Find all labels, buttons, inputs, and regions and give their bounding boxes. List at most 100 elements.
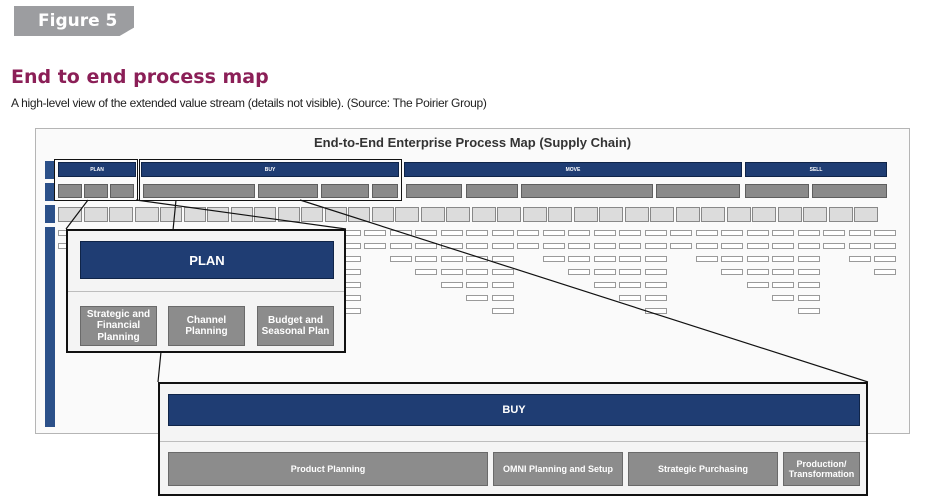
l4-box: [568, 243, 590, 249]
l4-box: [644, 269, 667, 275]
l4-box: [644, 282, 667, 288]
l4-box: [568, 230, 590, 236]
buy-box-omni: OMNI Planning and Setup: [493, 452, 623, 486]
l2-move-3: [521, 184, 653, 198]
l4-box: [491, 256, 514, 262]
l4-box: [746, 282, 769, 288]
l4-box: [823, 230, 845, 236]
l4-box: [415, 243, 437, 249]
l2-sell-1: [745, 184, 809, 198]
level-3-marker: [45, 205, 55, 223]
l1-plan: PLAN: [58, 162, 136, 177]
l4-box: [415, 256, 437, 262]
l4-box: [619, 282, 641, 288]
l4-box: [772, 230, 794, 236]
l4-box: [415, 269, 437, 275]
l4-box: [466, 282, 488, 288]
l3-box: [301, 207, 323, 222]
buy-box-product-planning: Product Planning: [168, 452, 488, 486]
l1-buy: BUY: [141, 162, 399, 177]
level-1-marker: [45, 161, 55, 179]
figure-label: Figure 5: [14, 6, 134, 36]
level-4-marker: [45, 227, 55, 427]
l4-box: [491, 269, 514, 275]
l4-box: [874, 256, 896, 262]
plan-box-strategic-financial: Strategic and Financial Planning: [80, 306, 157, 346]
l4-box: [593, 243, 616, 249]
l4-box: [797, 308, 820, 314]
l3-box: [134, 207, 159, 222]
l4-box: [517, 230, 539, 236]
figure-title: End to end process map: [11, 66, 269, 88]
l3-box: [548, 207, 572, 222]
l4-box: [695, 230, 718, 236]
l4-box: [389, 243, 412, 249]
l1-move: MOVE: [404, 162, 742, 177]
l3-box: [573, 207, 598, 222]
level-2-marker: [45, 183, 55, 201]
l4-box: [440, 256, 463, 262]
l2-strategic-financial: [58, 184, 82, 198]
l4-box: [797, 243, 820, 249]
l4-box: [644, 243, 667, 249]
l3-box: [624, 207, 649, 222]
l4-box: [644, 295, 667, 301]
l4-box: [772, 295, 794, 301]
l4-box: [772, 243, 794, 249]
l4-box: [593, 269, 616, 275]
l4-box: [389, 230, 412, 236]
l3-box: [675, 207, 700, 222]
l4-box: [721, 230, 743, 236]
buy-box-production: Production/ Transformation: [783, 452, 860, 486]
l4-box: [746, 230, 769, 236]
l4-box: [389, 256, 412, 262]
l4-box: [517, 243, 539, 249]
l4-box: [491, 308, 514, 314]
l3-box: [160, 207, 182, 222]
l1-sell: SELL: [745, 162, 887, 177]
l4-box: [364, 230, 386, 236]
plan-box-channel: Channel Planning: [168, 306, 245, 346]
l2-sell-2: [812, 184, 887, 198]
figure-subtitle: A high-level view of the extended value …: [11, 96, 487, 110]
plan-highlight: [54, 159, 138, 201]
l3-box: [752, 207, 776, 222]
l3-box: [83, 207, 108, 222]
l3-box: [599, 207, 623, 222]
l4-box: [491, 243, 514, 249]
l4-box: [772, 282, 794, 288]
l4-box: [440, 230, 463, 236]
l3-box: [828, 207, 853, 222]
l4-box: [568, 256, 590, 262]
l4-box: [593, 230, 616, 236]
l4-box: [440, 269, 463, 275]
l4-box: [491, 230, 514, 236]
l4-box: [874, 269, 896, 275]
l3-box: [650, 207, 674, 222]
buy-zoom-callout: BUY Product Planning OMNI Planning and S…: [158, 382, 868, 496]
buy-zoom-header: BUY: [168, 394, 860, 426]
l2-product-planning: [143, 184, 255, 198]
l4-box: [415, 230, 437, 236]
l4-box: [619, 295, 641, 301]
l4-box: [695, 243, 718, 249]
l4-box: [593, 256, 616, 262]
l4-box: [568, 269, 590, 275]
l3-box: [348, 207, 370, 222]
l3-box: [497, 207, 521, 222]
l4-box: [746, 256, 769, 262]
l4-box: [619, 230, 641, 236]
l4-box: [491, 295, 514, 301]
l3-box: [371, 207, 394, 222]
l3-box: [109, 207, 133, 222]
l4-box: [466, 243, 488, 249]
l4-box: [619, 256, 641, 262]
l3-box: [777, 207, 802, 222]
l4-box: [644, 230, 667, 236]
l2-move-2: [466, 184, 518, 198]
l4-box: [746, 269, 769, 275]
buy-highlight: [139, 159, 402, 201]
l4-box: [644, 256, 667, 262]
l4-box: [772, 256, 794, 262]
buy-box-strategic-purchasing: Strategic Purchasing: [628, 452, 778, 486]
